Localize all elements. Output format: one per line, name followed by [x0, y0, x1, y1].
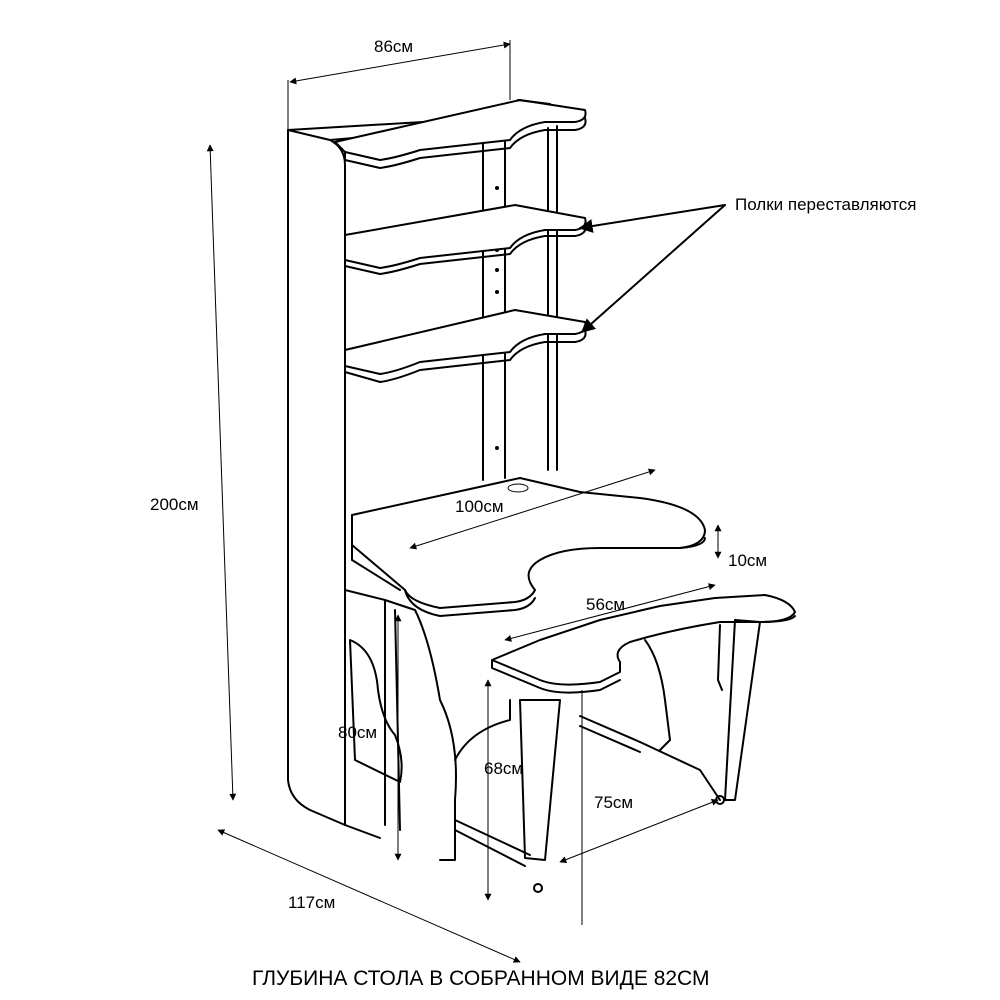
dim-100	[409, 468, 656, 550]
label-leg-height-left: 80см	[338, 723, 377, 742]
label-leg-height-right: 68см	[484, 759, 523, 778]
shelf-back-posts	[482, 125, 558, 481]
label-total-length: 117см	[288, 893, 335, 912]
upper-desk-top	[351, 477, 706, 617]
shelf-lower	[344, 309, 587, 383]
label-desk-depth: 56см	[586, 595, 625, 614]
sliding-rails	[454, 715, 725, 893]
shelf-middle	[344, 204, 587, 275]
shelf-top	[334, 99, 587, 169]
dim-56	[504, 583, 716, 642]
dim-200	[206, 144, 237, 801]
lower-desk-top	[491, 594, 796, 694]
dim-86	[287, 40, 511, 130]
callout-text: Полки переставляются	[735, 195, 916, 214]
callout-arrows	[578, 204, 726, 333]
label-width: 86см	[374, 37, 413, 56]
caption: ГЛУБИНА СТОЛА В СОБРАННОМ ВИДЕ 82СМ	[252, 967, 709, 990]
label-shelf-step: 10см	[728, 551, 767, 570]
label-desk-width: 100см	[455, 497, 504, 516]
label-height: 200см	[150, 495, 199, 514]
label-lower-depth: 75см	[594, 793, 633, 812]
lower-frame-right	[519, 619, 761, 861]
dim-117	[217, 829, 521, 963]
dim-75	[559, 690, 719, 925]
